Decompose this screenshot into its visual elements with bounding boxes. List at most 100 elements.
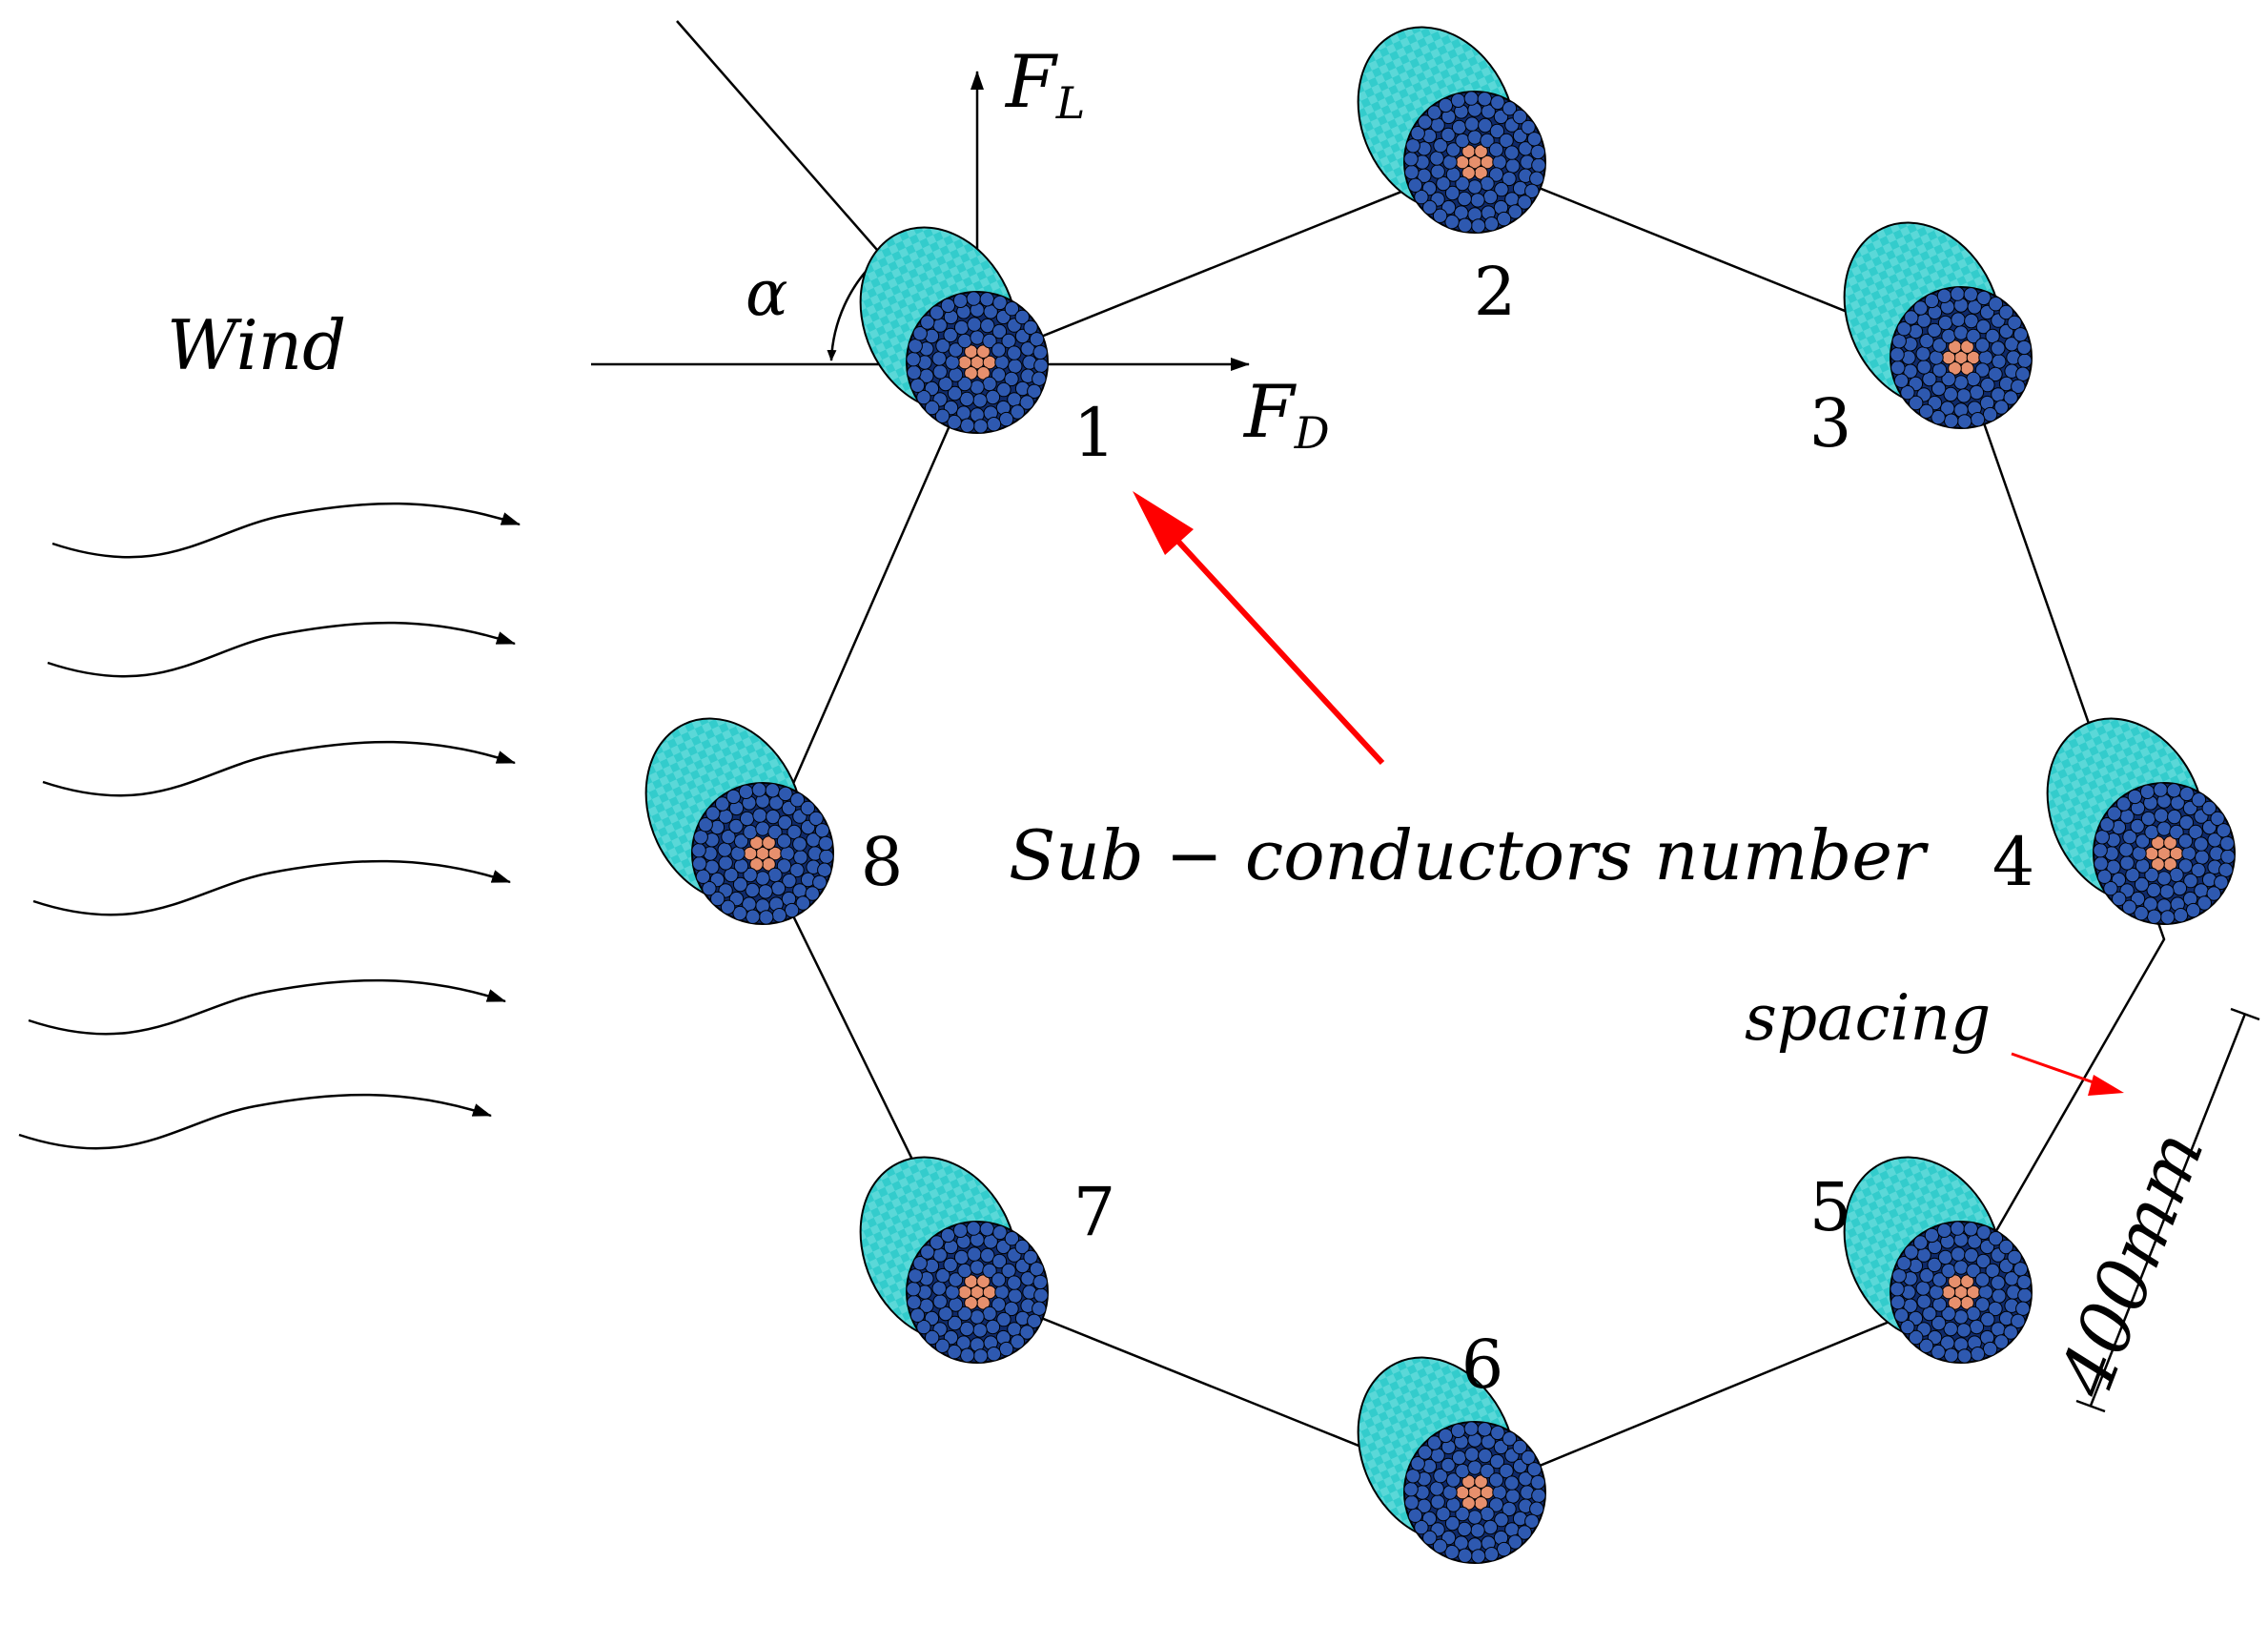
aluminum-strand [980,1247,995,1264]
aluminum-strand [1427,105,1442,120]
aluminum-strand [1436,1506,1451,1522]
aluminum-strand [1919,1267,1934,1284]
aluminum-strand [1900,1319,1915,1335]
aluminum-strand [1507,204,1522,219]
aluminum-strand [2140,811,2156,827]
aluminum-strand [771,907,787,923]
wind-flow-line [28,978,506,1036]
aluminum-strand [2147,909,2162,924]
aluminum-strand [2094,830,2110,845]
aluminum-strand [730,846,746,861]
aluminum-strand [966,291,981,306]
aluminum-strand [943,327,958,343]
aluminum-strand [1896,1256,1911,1271]
aluminum-strand [916,389,931,405]
aluminum-strand [991,342,1007,358]
aluminum-strand [692,855,707,872]
aluminum-strand [991,323,1008,339]
wind-flow-line [32,859,511,916]
aluminum-strand [957,1263,972,1279]
aluminum-strand [698,817,713,833]
aluminum-strand [986,416,1002,432]
aluminum-strand [819,849,834,864]
aluminum-strand [1950,1221,1965,1236]
aluminum-strand [957,1306,972,1322]
aluminum-strand [1944,413,1959,428]
core-strand [2163,835,2177,850]
aluminum-strand [2188,824,2203,840]
aluminum-strand [691,843,706,858]
dimension-label: 400mm [2042,1121,2220,1409]
aluminum-strand [1004,371,1019,387]
aluminum-strand [1953,375,1969,390]
aluminum-strand [1988,297,2004,312]
aluminum-strand [1507,1534,1522,1550]
aluminum-strand [1403,1482,1419,1497]
aluminum-strand [1941,1306,1956,1322]
aluminum-strand [1414,189,1429,205]
aluminum-strand [1502,1501,1517,1517]
aluminum-strand [1032,371,1047,386]
aluminum-strand [972,393,988,408]
aluminum-strand [1904,310,1919,325]
aluminum-strand [1471,218,1486,234]
conductor-number-5: 5 [1809,1168,1852,1246]
aluminum-strand [1427,1435,1442,1450]
aluminum-strand [1429,1481,1444,1496]
aluminum-strand [789,792,806,808]
lift-force-label: FL [1004,39,1085,129]
aluminum-strand [992,1224,1008,1241]
aluminum-strand [970,1309,985,1325]
aluminum-strand [947,414,962,430]
aluminum-strand [1988,1231,2004,1246]
aluminum-strand [982,376,997,392]
aluminum-strand [1922,371,1937,387]
aluminum-strand [1444,1515,1461,1532]
aluminum-strand [1931,380,1947,397]
aluminum-strand [817,862,832,877]
wind-flow-lines [18,502,521,1150]
aluminum-strand [952,1223,969,1239]
aluminum-strand [782,873,797,889]
aluminum-strand [1433,1468,1448,1484]
aluminum-strand [2016,1274,2032,1290]
aluminum-strand [1531,1488,1546,1503]
conductor-number-4: 4 [1992,823,2035,901]
aluminum-strand [908,1268,923,1284]
aluminum-strand [1458,1548,1473,1563]
aluminum-strand [789,862,805,878]
aluminum-strand [1956,388,1972,403]
aluminum-strand [1450,93,1466,109]
aluminum-strand [1975,1253,1992,1269]
aluminum-strand [1455,1506,1470,1522]
aluminum-strand [985,1319,1001,1335]
aluminum-strand [1890,1294,1906,1310]
aluminum-strand [1404,164,1420,180]
aluminum-strand [930,1235,945,1250]
aluminum-strand [2125,867,2140,883]
aluminum-strand [1985,1263,2000,1279]
aluminum-strand [2153,782,2168,797]
aluminum-strand [1943,386,1958,402]
conductor-number-8: 8 [861,823,904,901]
aluminum-strand [1490,94,1505,111]
aluminum-strand [959,1321,974,1337]
sub-conductor [1843,1156,2033,1364]
aluminum-strand [2167,809,2182,825]
aluminum-strand [1008,1288,1023,1304]
aluminum-strand [920,1244,935,1260]
aluminum-strand [814,823,830,838]
aluminum-strand [2166,783,2181,798]
aluminum-strand [728,818,744,834]
aluminum-strand [952,293,969,309]
aluminum-strand [2160,910,2176,925]
aluminum-strand [1502,101,1518,116]
aluminum-strand [1988,1301,2003,1317]
aluminum-strand [1477,1422,1492,1437]
aluminum-strand [1890,347,1905,362]
aluminum-strand [947,385,963,401]
aluminum-strand [906,1282,921,1297]
callout-label: Sub − conductors number [1009,815,1929,895]
aluminum-strand [1014,309,1030,325]
aluminum-strand [2144,824,2159,840]
